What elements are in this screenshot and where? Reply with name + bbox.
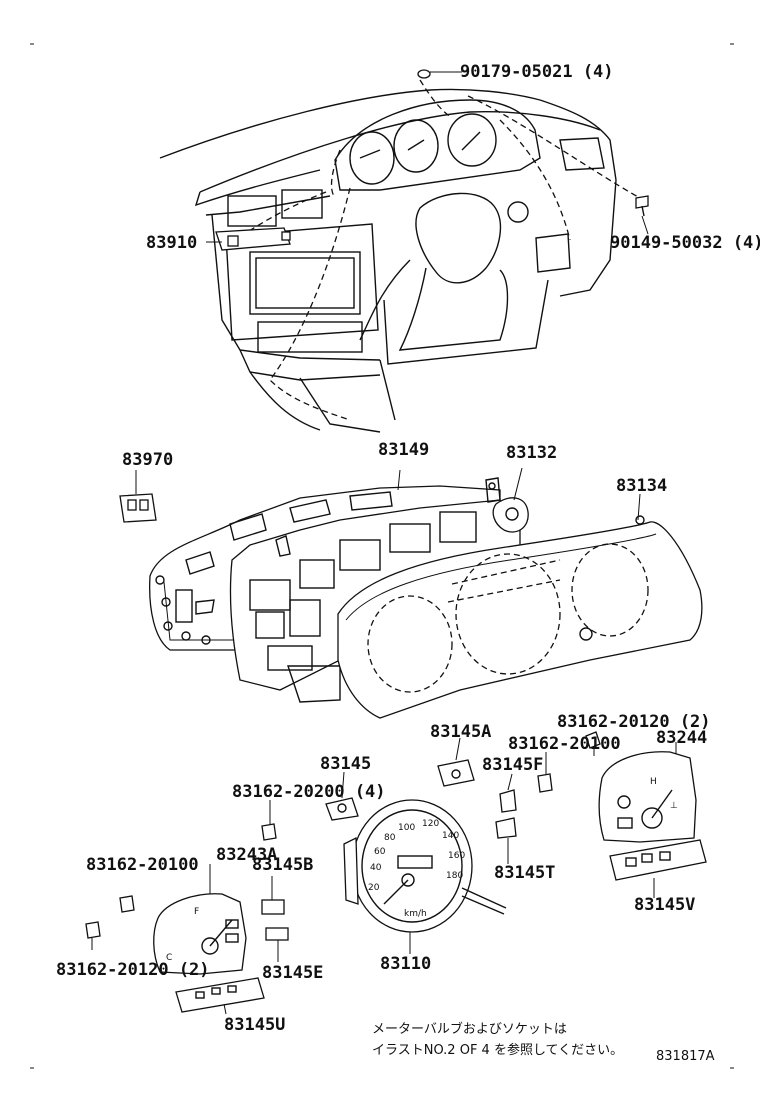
label-83162-20120-left: 83162-20120 (2) [56,960,210,980]
label-83162-20200: 83162-20200 (4) [232,782,386,802]
dashboard-overview-drawing [159,69,649,433]
label-83162-20120-right: 83162-20120 (2) [557,712,711,732]
label-83145: 83145 [320,754,371,774]
svg-text:F: F [194,907,199,917]
label-83970: 83970 [122,450,173,470]
svg-text:60: 60 [374,847,386,857]
svg-text:180: 180 [446,871,463,881]
label-90179-05021: 90179-05021 (4) [460,62,614,82]
label-83244: 83244 [656,728,707,748]
svg-text:140: 140 [442,831,459,841]
label-83145T: 83145T [494,863,555,883]
label-83910: 83910 [146,233,197,253]
label-83145U: 83145U [224,1015,285,1035]
label-83110: 83110 [380,954,431,974]
corner-marks [30,43,734,1069]
svg-text:⊥: ⊥ [670,801,678,811]
svg-text:C: C [166,953,172,963]
label-83243A: 83243A [216,845,277,865]
label-83134: 83134 [616,476,667,496]
label-83162-20100-right: 83162-20100 [508,734,621,754]
note-line-1: メーターバルブおよびソケットは [372,1021,567,1037]
cluster-exploded-drawing [119,467,703,719]
svg-text:km/h: km/h [404,909,427,919]
label-83145B: 83145B [252,855,313,875]
note-line-2: イラストNO.2 OF 4 を参照してください。 [372,1042,623,1058]
svg-text:80: 80 [384,833,396,843]
label-83162-20100-left: 83162-20100 [86,855,199,875]
svg-text:20: 20 [368,883,380,893]
svg-text:H: H [650,777,657,787]
svg-text:100: 100 [398,823,415,833]
label-83145E: 83145E [262,963,323,983]
label-83145V: 83145V [634,895,695,915]
label-83145A: 83145A [430,722,491,742]
svg-text:160: 160 [448,851,465,861]
svg-text:40: 40 [370,863,382,873]
label-90149-50032: 90149-50032 (4) [610,233,760,253]
label-83132: 83132 [506,443,557,463]
gauges-and-parts-drawing: H ⊥ 40 60 80 100 120 140 160 180 20 km/h [85,731,707,1015]
label-83145F: 83145F [482,755,543,775]
svg-text:120: 120 [422,819,439,829]
diagram-code: 831817A [656,1049,715,1064]
label-83149: 83149 [378,440,429,460]
